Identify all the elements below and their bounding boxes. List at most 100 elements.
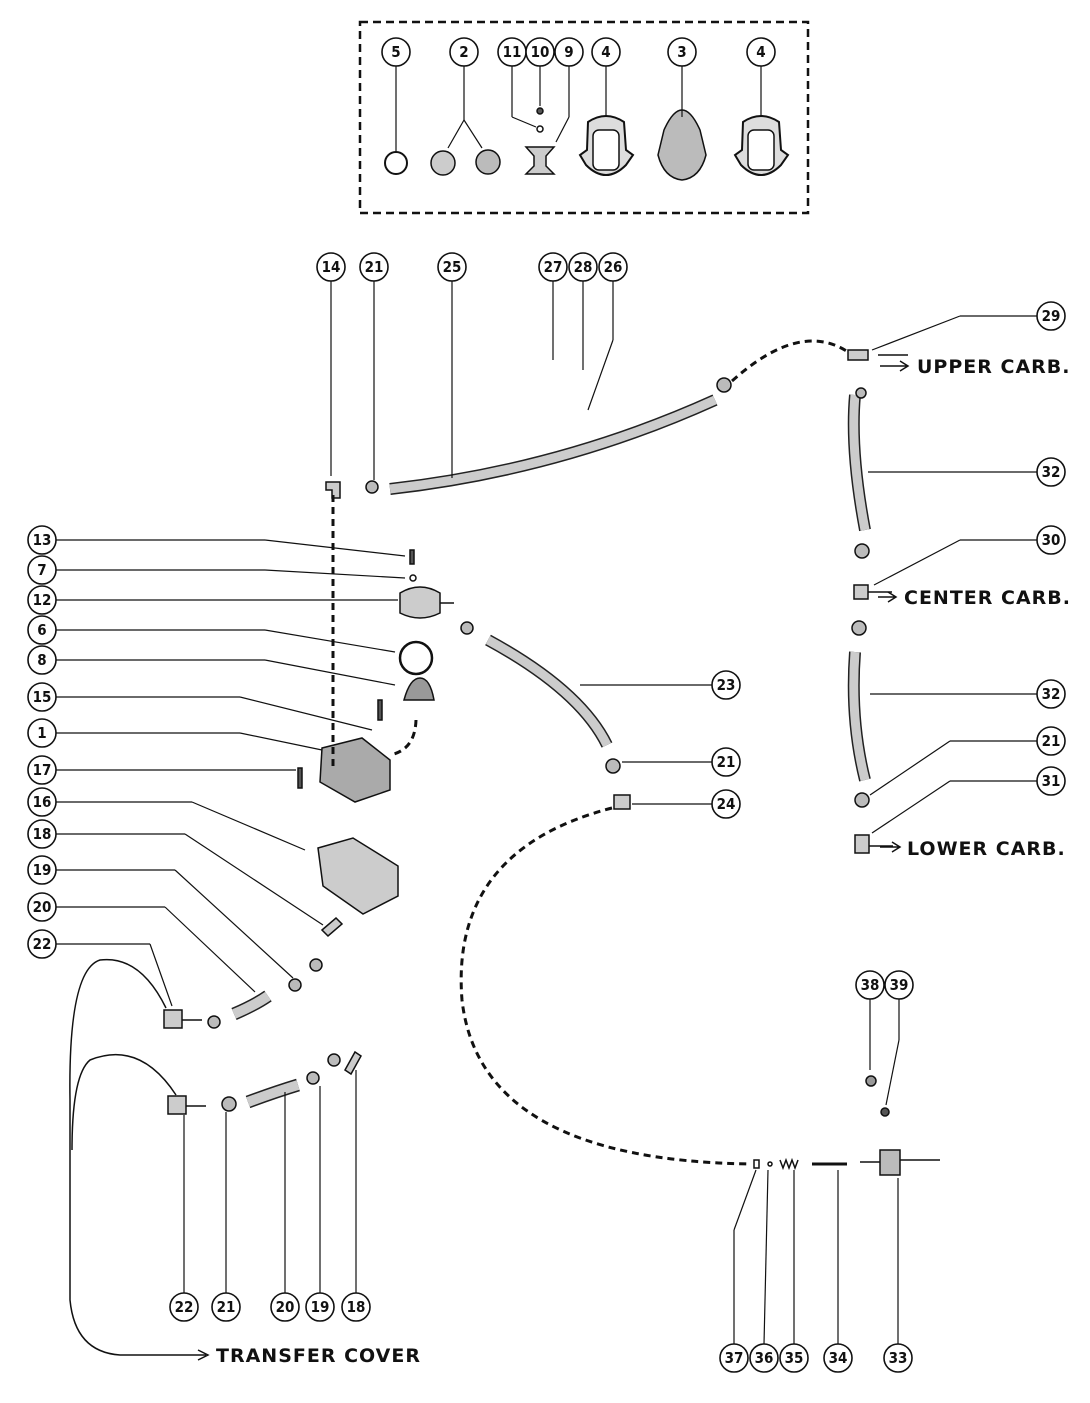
- callout-circle: [1036, 457, 1066, 487]
- callout-number: 14: [322, 258, 341, 276]
- callout-left-column: 17: [27, 755, 57, 785]
- callout-circle: [1036, 301, 1066, 331]
- callout-left-column: 20: [27, 892, 57, 922]
- fuel-pump-body-part: [319, 737, 391, 803]
- callout-bottom-left: 22: [169, 1292, 199, 1322]
- destination-label-center: CENTER CARB.: [904, 587, 1071, 609]
- callout-number: 6: [37, 621, 46, 639]
- callout-number: 22: [33, 935, 52, 953]
- fitting-part: [320, 916, 344, 938]
- callout-circle: [316, 252, 346, 282]
- callout-kit: 4: [591, 37, 621, 67]
- callout-left-column: 12: [27, 585, 57, 615]
- callout-left-column: 7: [27, 555, 57, 585]
- fuel-hose-part: [389, 394, 718, 495]
- screw-part: [409, 549, 415, 565]
- tee-fitting-part: [847, 349, 908, 361]
- leader-line: [239, 732, 323, 751]
- callout-circle: [169, 1292, 199, 1322]
- transfer-hose-line: [71, 1053, 177, 1151]
- leader-line: [555, 116, 570, 143]
- washer-part: [536, 125, 544, 133]
- callout-circle: [27, 755, 57, 785]
- callout-number: 5: [391, 43, 400, 61]
- callout-upper-row: 21: [359, 252, 389, 282]
- callout-kit: 3: [667, 37, 697, 67]
- callout-number: 26: [604, 258, 623, 276]
- callout-number: 37: [725, 1349, 744, 1367]
- callout-bottom-right: 33: [883, 1343, 913, 1373]
- screw-part: [865, 1075, 877, 1087]
- callout-number: 27: [544, 258, 563, 276]
- callout-circle: [27, 555, 57, 585]
- callout-left-column: 16: [27, 787, 57, 817]
- elbow-fitting-part: [167, 1095, 206, 1115]
- leader-line: [264, 659, 396, 686]
- leader-line: [174, 869, 294, 979]
- callout-center: 24: [711, 789, 741, 819]
- diaphragm-part: [657, 109, 707, 181]
- fitting-part: [344, 1050, 362, 1076]
- callout-kit: 9: [554, 37, 584, 67]
- callout-number: 31: [1042, 772, 1061, 790]
- leader-line: [239, 696, 373, 731]
- callout-bottom-right: 34: [823, 1343, 853, 1373]
- leader-line: [733, 1169, 757, 1231]
- callout-number: 21: [717, 753, 736, 771]
- callout-circle: [27, 585, 57, 615]
- callout-circle: [711, 670, 741, 700]
- callout-bottom-right: 36: [749, 1343, 779, 1373]
- callout-number: 16: [33, 793, 52, 811]
- callout-right-column: 30: [1036, 525, 1066, 555]
- callout-circle: [27, 682, 57, 712]
- callout-circle: [27, 929, 57, 959]
- callout-circle: [437, 252, 467, 282]
- o-ring-part: [384, 151, 408, 175]
- kit-box: [358, 20, 810, 215]
- callout-circle: [884, 970, 914, 1000]
- leader-line: [871, 780, 951, 834]
- leader-line: [184, 833, 324, 926]
- callout-number: 13: [33, 531, 52, 549]
- callout-circle: [719, 1343, 749, 1373]
- callout-kit: 2: [449, 37, 479, 67]
- destination-label-upper: UPPER CARB.: [917, 356, 1070, 378]
- callout-number: 18: [33, 825, 52, 843]
- callout-number: 21: [217, 1298, 236, 1316]
- leader-line: [191, 801, 306, 851]
- callout-kit: 5: [381, 37, 411, 67]
- elbow-fitting-part: [854, 834, 893, 854]
- callout-number: 18: [347, 1298, 366, 1316]
- callout-circle: [341, 1292, 371, 1322]
- callout-number: 12: [33, 591, 52, 609]
- callout-upper-row: 26: [598, 252, 628, 282]
- callout-circle: [27, 855, 57, 885]
- callout-bottom-left: 21: [211, 1292, 241, 1322]
- callout-circle: [711, 789, 741, 819]
- callout-center: 23: [711, 670, 741, 700]
- shutoff-valve-part: [860, 1149, 940, 1176]
- callout-number: 17: [33, 761, 52, 779]
- callout-number: 35: [785, 1349, 804, 1367]
- fuel-hose-part: [485, 634, 613, 748]
- leader-line: [511, 116, 537, 128]
- leader-line: [264, 629, 396, 653]
- callout-left-column: 18: [27, 819, 57, 849]
- transfer-cover-part: [317, 837, 399, 915]
- callout-circle: [27, 615, 57, 645]
- callout-circle: [27, 645, 57, 675]
- callout-number: 32: [1042, 463, 1061, 481]
- callout-right-column: 21: [1036, 726, 1066, 756]
- callout-circle: [823, 1343, 853, 1373]
- callout-number: 19: [33, 861, 52, 879]
- callout-left-column: 13: [27, 525, 57, 555]
- callout-circle: [667, 37, 697, 67]
- fuel-route-line: [730, 339, 849, 383]
- elbow-fitting-part: [163, 1009, 202, 1029]
- valve-part: [524, 146, 556, 175]
- callout-number: 24: [717, 795, 736, 813]
- leader-line: [447, 119, 465, 149]
- callout-upper-row: 27: [538, 252, 568, 282]
